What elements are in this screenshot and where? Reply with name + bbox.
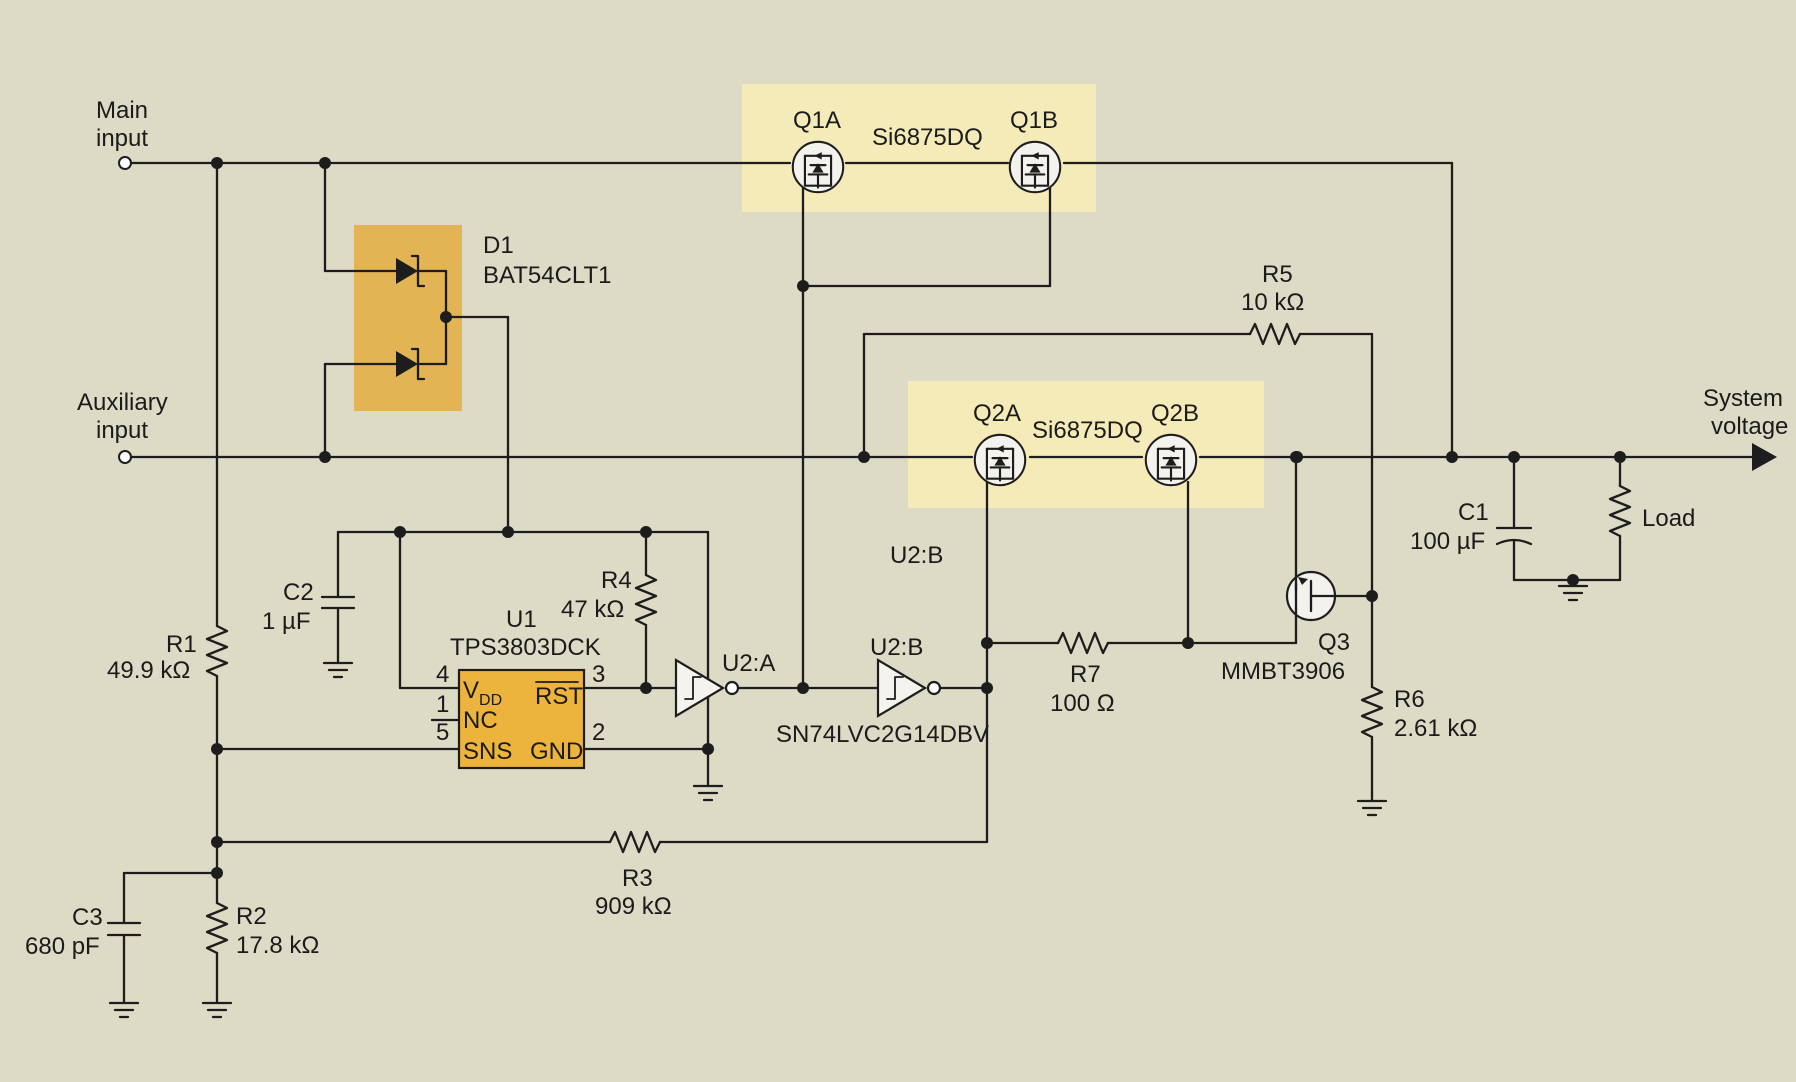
- q2b-mosfet-icon: [1144, 433, 1198, 487]
- c2-value: 1 µF: [262, 608, 311, 635]
- c3-label: C3: [72, 904, 103, 931]
- q2-gate-wires: [981, 480, 1298, 844]
- r3-resistor-icon: [215, 830, 989, 854]
- r5-label: R5: [1262, 261, 1293, 288]
- u1-pin-sns: SNS: [463, 738, 512, 765]
- u1-pin-1-num: 1: [436, 691, 449, 718]
- q1b-label: Q1B: [1010, 107, 1058, 134]
- r5-resistor-icon: [862, 322, 1374, 598]
- q1a-mosfet-icon: [791, 140, 845, 194]
- r5-value: 10 kΩ: [1241, 289, 1304, 316]
- u1-part-label: TPS3803DCK: [450, 634, 601, 661]
- u1-pin-4-num: 4: [436, 661, 449, 688]
- r1-resistor-icon: [205, 161, 229, 879]
- aux-input-label: Auxiliary: [77, 389, 168, 416]
- u1-pin-wires: [215, 682, 724, 802]
- main-input-rail: [118, 156, 1454, 459]
- d1-diode-icon: [323, 161, 510, 534]
- main-input-label-2: input: [96, 125, 148, 152]
- system-voltage-label: System: [1703, 385, 1783, 412]
- aux-input-label-2: input: [96, 417, 148, 444]
- c1-capacitor-icon: [1495, 455, 1622, 602]
- r3-value: 909 kΩ: [595, 893, 672, 920]
- q2a-mosfet-icon: [973, 433, 1027, 487]
- q1-part-label: Si6875DQ: [872, 124, 983, 151]
- c2-label: C2: [283, 579, 314, 606]
- r6-resistor-icon: [1356, 594, 1388, 817]
- d1-part-label: BAT54CLT1: [483, 262, 612, 289]
- c2-capacitor-icon: [320, 530, 356, 679]
- r7-value: 100 Ω: [1050, 690, 1115, 717]
- q2-highlight: [908, 381, 1264, 508]
- u1-pin-vdd: VDD: [463, 677, 502, 709]
- c1-value: 100 µF: [1410, 528, 1485, 555]
- r6-value: 2.61 kΩ: [1394, 715, 1477, 742]
- u2b-label: U2:B: [870, 634, 923, 661]
- r7-label: R7: [1070, 661, 1101, 688]
- r1-value: 49.9 kΩ: [107, 657, 190, 684]
- q2a-label: Q2A: [973, 400, 1021, 427]
- c1-label: C1: [1458, 499, 1489, 526]
- c3-value: 680 pF: [25, 933, 100, 960]
- u2a-label: U2:A: [722, 650, 775, 677]
- d1-label: D1: [483, 232, 514, 259]
- u1-label: U1: [506, 606, 537, 633]
- r3-label: R3: [622, 865, 653, 892]
- u1-pin-rst: RST: [535, 683, 583, 710]
- load-label: Load: [1642, 505, 1695, 532]
- r2-value: 17.8 kΩ: [236, 932, 319, 959]
- c3-capacitor-icon: [106, 871, 219, 1019]
- u1-pin-vdd-sub: DD: [479, 692, 502, 709]
- r2-label: R2: [236, 903, 267, 930]
- u1-pin-gnd: GND: [530, 738, 583, 765]
- main-input-label: Main: [96, 97, 148, 124]
- r4-resistor-icon: [634, 530, 658, 690]
- r1-label: R1: [166, 631, 197, 658]
- u1-pin-nc: NC: [463, 707, 498, 734]
- q3-part-label: MMBT3906: [1221, 658, 1345, 685]
- q1-gate-wires: [797, 186, 1052, 690]
- q2b-label: Q2B: [1151, 400, 1199, 427]
- q2-part-label: Si6875DQ: [1032, 417, 1143, 444]
- u2a-inverter-icon: [674, 658, 880, 718]
- r4-value: 47 kΩ: [561, 596, 624, 623]
- u1-pin-2-num: 2: [592, 719, 605, 746]
- r2-resistor-icon: [201, 871, 233, 1019]
- r6-label: R6: [1394, 686, 1425, 713]
- system-voltage-label-2: voltage: [1711, 413, 1788, 440]
- load-resistor-icon: [1608, 455, 1632, 582]
- q3-transistor-icon: [1285, 451, 1378, 645]
- q1a-label: Q1A: [793, 107, 841, 134]
- u2-part-label: SN74LVC2G14DBV: [776, 721, 989, 748]
- u2b-inverter-icon: [876, 658, 993, 718]
- u1-pin-3-num: 3: [592, 661, 605, 688]
- u2b-top-label: U2:B: [890, 542, 943, 569]
- q1b-mosfet-icon: [1008, 140, 1062, 194]
- r4-label: R4: [601, 567, 632, 594]
- q3-label: Q3: [1318, 629, 1350, 656]
- u1-pin-5-num: 5: [436, 719, 449, 746]
